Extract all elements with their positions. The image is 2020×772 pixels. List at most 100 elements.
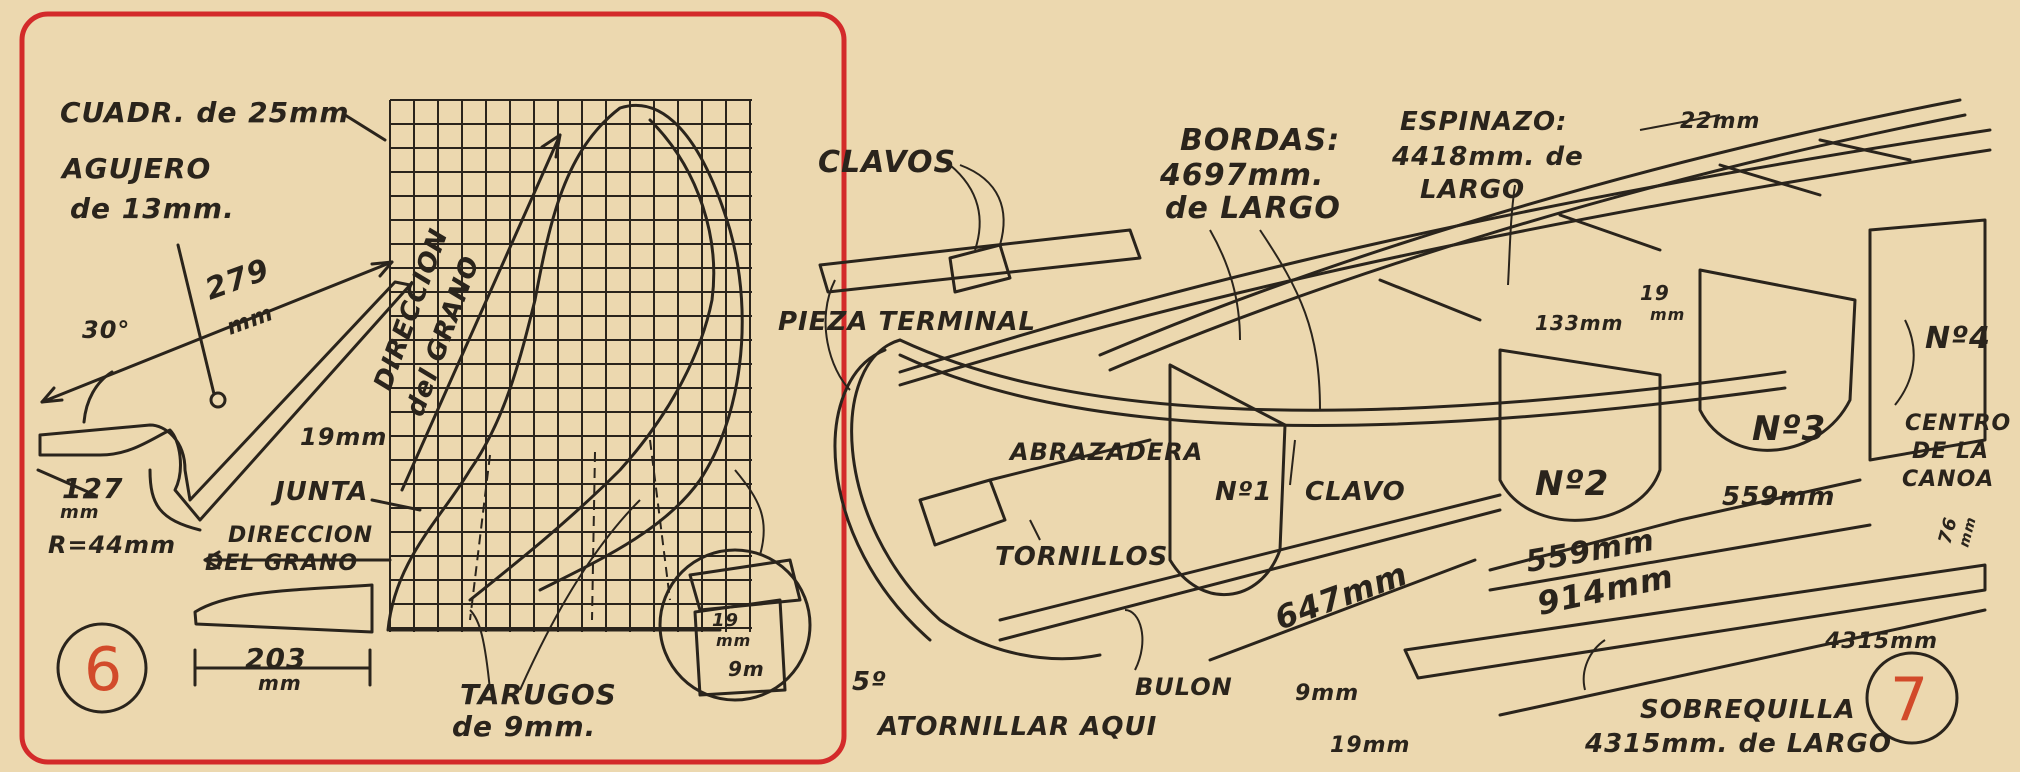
label-sobrequilla-1: SOBREQUILLA [1640, 695, 1856, 725]
dim-559-mid-line [1488, 518, 1682, 572]
label-no1: Nº1 [1215, 477, 1273, 507]
end-cap-piece [818, 228, 1142, 294]
figure-6: CUADR. de 25mm AGUJERO de 13mm. 30° 279 … [19, 11, 847, 765]
bottom-rail-b [998, 493, 1502, 622]
label-dowels-2: de 9mm. [452, 710, 596, 743]
crossbars [1378, 138, 1912, 322]
sobrequilla-leader [1582, 639, 1606, 691]
dim-279-arrow-a [40, 386, 64, 404]
end-cap-block [948, 243, 1012, 294]
label-espinazo-2: 4418mm. de [1391, 142, 1584, 172]
dim-914-line [1488, 523, 1872, 592]
junta-leader [370, 498, 422, 512]
label-grain-horizontal-1: DIRECCION [228, 523, 373, 548]
pieza-terminal-leader [824, 279, 851, 391]
label-atornillar: ATORNILLAR AQUI [876, 712, 1157, 742]
label-tornillos: TORNILLOS [995, 542, 1168, 572]
label-dim-19-a: 19 [1640, 281, 1670, 305]
tornillos-leader [1029, 519, 1041, 541]
angled-piece-hatch [39, 440, 100, 456]
label-dim-19-b: mm [1650, 305, 1685, 324]
hole-13mm [209, 391, 227, 409]
dim-4315-line [1498, 608, 1987, 717]
dowels [469, 439, 671, 621]
dim-279-arrow-b [370, 260, 394, 278]
clavos-leader-a [949, 164, 981, 251]
label-127-b: mm [60, 502, 100, 523]
figure-6-number: 6 [84, 635, 122, 705]
label-centro-3: CANOA [1902, 467, 1994, 492]
grain-horizontal-arrow [203, 550, 221, 570]
label-grid: CUADR. de 25mm [60, 96, 350, 129]
sobrequilla-plank [1403, 563, 1987, 680]
grid-leader [343, 113, 387, 142]
label-junta: JUNTA [270, 477, 368, 507]
label-dim-76-b: mm [1956, 515, 1980, 549]
label-hole-2: de 13mm. [70, 192, 235, 225]
gunwale-curve-a [898, 338, 1787, 412]
stem-end-outer [833, 348, 932, 642]
figure-6-circle [56, 622, 148, 714]
keelson-rail-b [1108, 113, 1967, 372]
label-espinazo-1: ESPINAZO: [1400, 107, 1567, 137]
detail-leader [734, 469, 765, 556]
detail-circle [658, 548, 812, 702]
label-clavo: CLAVO [1305, 477, 1406, 507]
label-thick-19: 19mm [300, 423, 387, 451]
label-hole-1: AGUJERO [60, 152, 211, 185]
label-angle-5: 5º [852, 667, 887, 697]
dim-22-leader [1639, 114, 1721, 131]
clamp-arm-top [988, 438, 1152, 482]
bordas-leader-a [1209, 229, 1241, 341]
grain-vertical-arrow [400, 133, 562, 492]
highlight-frame [19, 11, 847, 765]
label-centro-1: CENTRO [1905, 411, 2011, 436]
stem-inner-curve [468, 118, 716, 602]
radius-leader [148, 468, 202, 532]
frame-no1 [1168, 363, 1287, 596]
label-abrazadera: ABRAZADERA [1008, 438, 1203, 466]
label-dim-19-bottom: 19mm [1330, 733, 1410, 758]
clamp-block [918, 478, 1007, 547]
label-dowels-1: TARUGOS [460, 678, 617, 711]
label-espinazo-3: LARGO [1420, 175, 1525, 205]
grid-25mm [389, 99, 752, 632]
keelson-rail-a [1098, 98, 1962, 357]
label-detail-9: 9m [728, 657, 765, 681]
angle-30-arc [82, 370, 114, 424]
figure-7-number: 7 [1890, 665, 1928, 735]
label-dim-133: 133mm [1535, 311, 1623, 335]
hole-leader [176, 243, 216, 396]
detail-hatched-top [688, 558, 802, 612]
clavo-leader [1289, 439, 1296, 486]
label-centro-2: DE LA [1912, 439, 1989, 464]
label-203-a: 203 [245, 642, 306, 675]
figure-7-circle [1865, 651, 1959, 745]
label-no3: Nº3 [1752, 409, 1826, 449]
label-angle-30: 30° [82, 316, 130, 344]
dowels-leader-a [469, 609, 491, 691]
frame-no4 [1868, 218, 1987, 462]
gunwale-curve-b [898, 353, 1787, 428]
grain-vertical-arrowhead [540, 133, 562, 159]
label-no2: Nº2 [1535, 464, 1609, 504]
label-dim-22: 22mm [1680, 109, 1760, 134]
label-sobrequilla-2: 4315mm. de LARGO [1584, 729, 1892, 759]
label-pieza-terminal: PIEZA TERMINAL [778, 307, 1036, 337]
detail-block [693, 598, 787, 697]
frame-no2 [1498, 348, 1662, 522]
label-bordas-1: BORDAS: [1180, 123, 1340, 158]
dowels-leader-b [519, 499, 641, 691]
stem-outline [386, 103, 744, 632]
bulon-leader [1124, 609, 1144, 671]
frame-no3 [1698, 268, 1857, 452]
bordas-leader-b [1259, 229, 1321, 411]
dim-647-line [1208, 558, 1477, 662]
dim-127-line [36, 468, 97, 497]
label-detail-19-a: 19 [712, 610, 739, 631]
label-bordas-2: 4697mm. [1159, 158, 1324, 193]
base-piece [193, 583, 374, 634]
label-127-a: 127 [62, 472, 123, 505]
